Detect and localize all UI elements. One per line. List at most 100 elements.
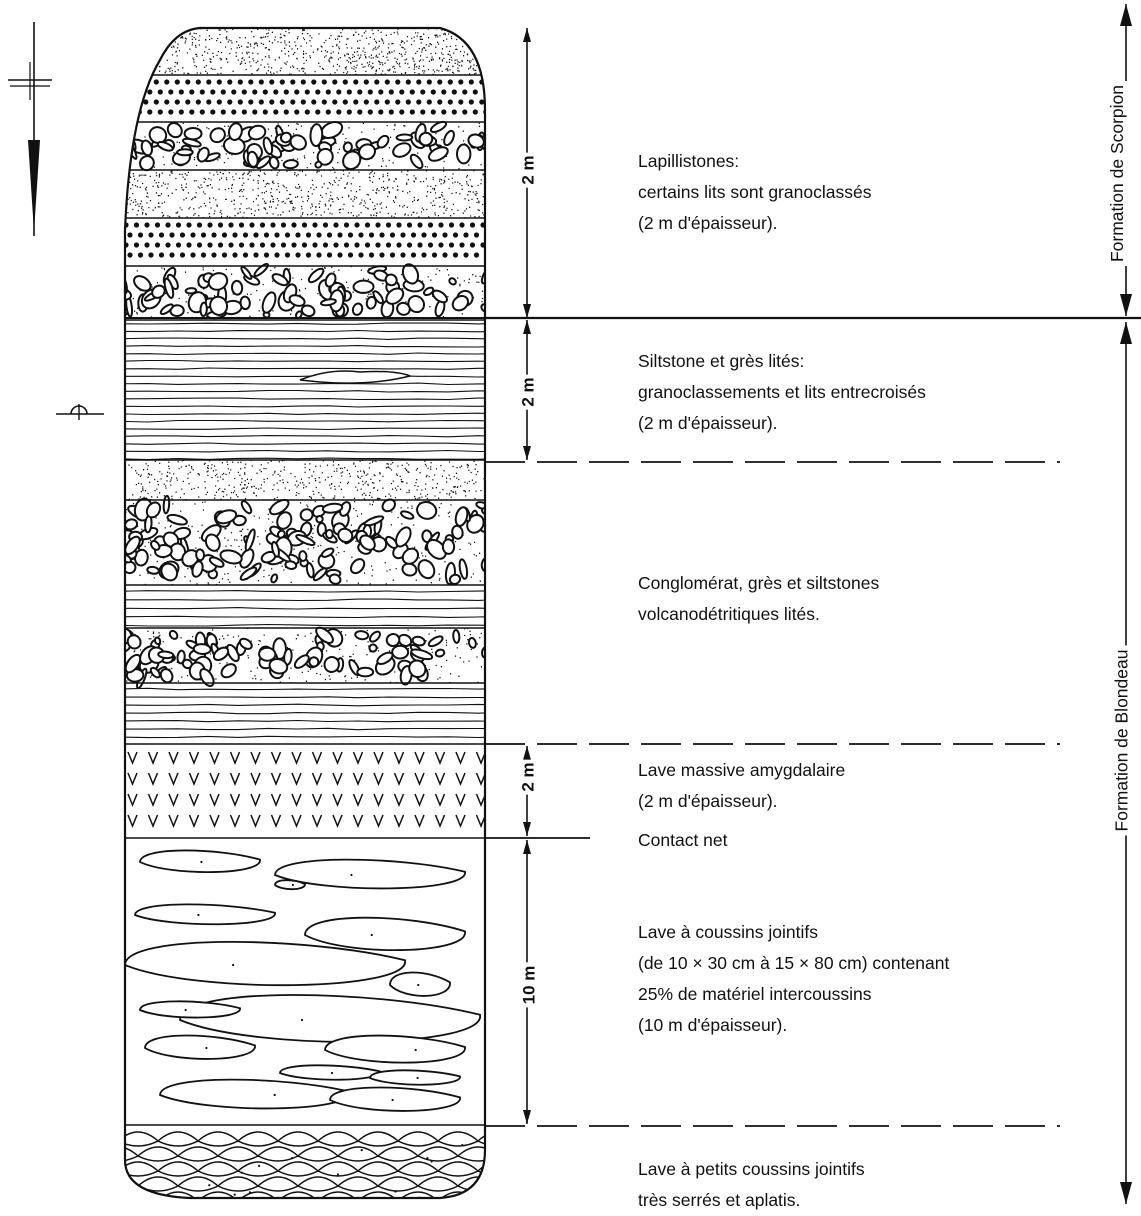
pillow-dot: [185, 1009, 187, 1011]
pebble: [393, 525, 414, 549]
coarse-dot: [133, 79, 138, 84]
coarse-dot: [428, 242, 433, 247]
coarse-dot: [327, 252, 332, 257]
small-pillow-dot: [361, 1149, 363, 1151]
pillow-outline: [325, 1036, 465, 1063]
coarse-dot: [259, 99, 264, 104]
pebble: [165, 120, 185, 140]
pebble: [442, 539, 454, 554]
coarse-dot: [358, 232, 363, 237]
pillow-outline: [160, 1080, 350, 1109]
pebble: [415, 500, 438, 521]
coarse-dot: [126, 109, 131, 114]
coarse-dot: [227, 79, 232, 84]
coarse-dot: [344, 222, 349, 227]
coarse-dot: [221, 89, 226, 94]
coarse-dot: [374, 79, 379, 84]
pebble: [260, 291, 278, 315]
coarse-dot: [242, 89, 247, 94]
coarse-dot: [239, 242, 244, 247]
coarse-dot: [180, 232, 185, 237]
coarse-dot: [232, 232, 237, 237]
coarse-dot: [207, 242, 212, 247]
coarse-dot: [469, 99, 474, 104]
cross-bed-lens: [300, 371, 410, 383]
coarse-dot: [420, 89, 425, 94]
coarse-dot: [158, 89, 163, 94]
coarse-dot: [353, 79, 358, 84]
coarse-dot: [417, 242, 422, 247]
pebble: [240, 266, 253, 281]
pebble: [111, 286, 132, 302]
coarse-dot: [463, 232, 468, 237]
pebble: [219, 661, 238, 680]
pebble: [177, 650, 186, 664]
coarse-dot: [243, 232, 248, 237]
coarse-dot: [274, 232, 279, 237]
desc-line: très serrés et aplatis.: [638, 1185, 865, 1216]
desc-lave-coussins: Lave à coussins jointifs (de 10 × 30 cm …: [638, 917, 949, 1041]
coarse-dot: [269, 99, 274, 104]
coarse-dot: [411, 232, 416, 237]
coarse-dot: [190, 232, 195, 237]
coarse-dot: [165, 242, 170, 247]
coarse-dot: [260, 222, 265, 227]
coarse-dot: [385, 99, 390, 104]
coarse-dot: [238, 79, 243, 84]
coarse-dot: [386, 242, 391, 247]
thickness-label-lave-massive: 2 m: [517, 759, 541, 794]
pillow-dot: [331, 1072, 333, 1074]
coarse-dot: [378, 89, 383, 94]
coarse-dot: [452, 89, 457, 94]
coarse-dot: [333, 242, 338, 247]
pebble: [409, 153, 425, 170]
bed-conglomerate-1: [111, 496, 496, 586]
coarse-dot: [155, 242, 160, 247]
arrow-head-up: [523, 746, 531, 760]
coarse-dot: [449, 242, 454, 247]
pebble: [357, 668, 373, 677]
pebble: [200, 302, 207, 316]
coarse-dot: [122, 79, 127, 84]
pebble: [300, 509, 313, 522]
coarse-dot: [285, 252, 290, 257]
coarse-dot: [201, 232, 206, 237]
coarse-dot: [252, 109, 257, 114]
coarse-dot: [473, 109, 478, 114]
coarse-dot: [459, 222, 464, 227]
desc-line: Lave à coussins jointifs: [638, 917, 949, 948]
desc-line: Siltstone et grès lités:: [638, 346, 926, 377]
small-pillow-dot: [426, 1157, 428, 1159]
coarse-dot: [442, 252, 447, 257]
coarse-dot: [154, 79, 159, 84]
pillow-outline: [305, 918, 465, 950]
coarse-dot: [122, 99, 127, 104]
coarse-dot: [284, 89, 289, 94]
desc-line: certains lits sont granoclassés: [638, 177, 871, 208]
coarse-dot: [169, 232, 174, 237]
coarse-dot: [379, 232, 384, 237]
coarse-dot: [269, 79, 274, 84]
coarse-dot: [259, 79, 264, 84]
coarse-dot: [323, 242, 328, 247]
coarse-dot: [249, 222, 254, 227]
coarse-dot: [253, 232, 258, 237]
coarse-dot: [400, 252, 405, 257]
pillow-dot: [232, 964, 234, 966]
coarse-dot: [315, 109, 320, 114]
desc-line: Lave massive amygdalaire: [638, 755, 845, 786]
coarse-dot: [227, 99, 232, 104]
coarse-dot: [369, 232, 374, 237]
pebble: [468, 637, 477, 648]
arrow-head-up: [523, 28, 531, 42]
small-pillow-dot: [291, 1157, 293, 1159]
coarse-dot: [242, 109, 247, 114]
coarse-dot: [263, 89, 268, 94]
pebble: [293, 653, 311, 670]
coarse-dot: [427, 99, 432, 104]
coarse-dot: [148, 232, 153, 237]
coarse-dot: [312, 222, 317, 227]
pillow-dot: [301, 1019, 303, 1021]
coarse-dot: [378, 109, 383, 114]
coarse-dot: [200, 89, 205, 94]
